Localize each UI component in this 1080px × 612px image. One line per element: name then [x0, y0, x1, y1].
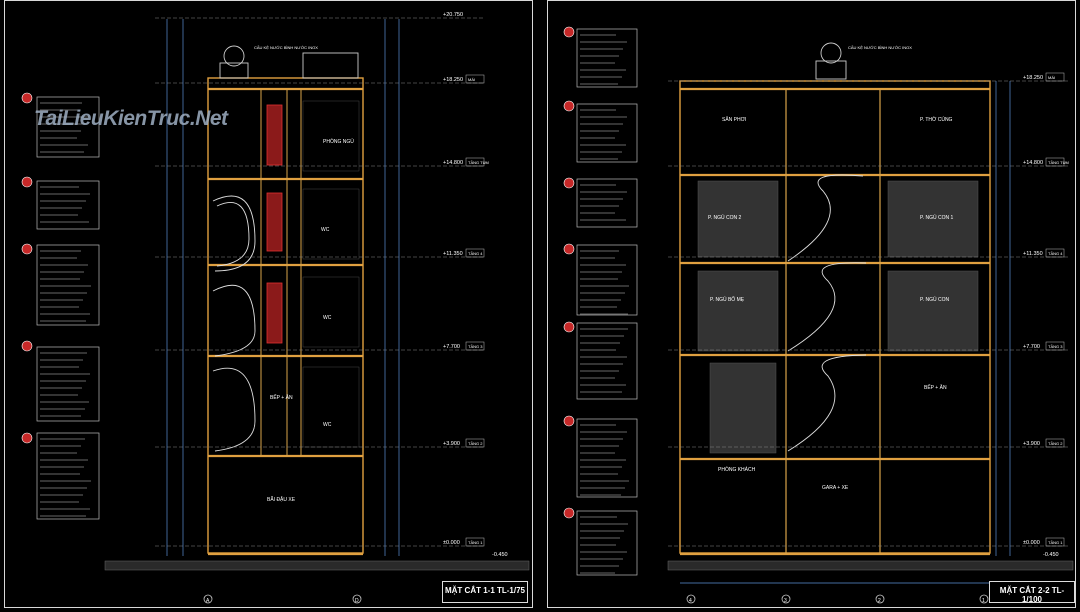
right-level-lines: +18.250 MÁI +14.800 TẦNG TUM +11.350 TẦNG 4 +7…	[668, 72, 1069, 558]
note-marker-7	[563, 507, 575, 519]
level-value: +7.700	[1023, 344, 1040, 350]
level-value: +18.250	[443, 77, 463, 83]
tank-note: CẤU KỆ NƯỚC BÌNH NƯỚC INOX	[254, 45, 318, 50]
axis-bubble-1	[979, 594, 989, 604]
note-marker-1	[21, 92, 33, 104]
note-marker-1	[563, 26, 575, 38]
left-title-box: MẶT CẮT 1-1 TL-1/75	[442, 581, 528, 603]
level-value: +14.800	[443, 160, 463, 166]
axis-label-3: 3	[784, 598, 787, 604]
level-value: +3.900	[443, 441, 460, 447]
level-tag: MÁI	[468, 77, 475, 82]
level-value: ±0.000	[1023, 540, 1040, 546]
level-tag: TẦNG TUM	[468, 160, 489, 165]
note-marker-4	[21, 340, 33, 352]
tank-note: CẤU KỆ NƯỚC BÌNH NƯỚC INOX	[848, 45, 912, 50]
right-drawing-sheet: +18.250 MÁI +14.800 TẦNG TUM +11.350 TẦNG 4 +7…	[547, 0, 1076, 608]
level-tag: TẦNG 3	[468, 344, 483, 349]
left-section-title: MẶT CẮT 1-1 TL-1/75	[444, 586, 525, 595]
spiral-stairs	[212, 195, 256, 452]
level-value: +11.350	[1023, 251, 1043, 257]
note-marker-5	[21, 432, 33, 444]
note-marker-2	[21, 176, 33, 188]
level-tag: TẦNG 1	[468, 540, 483, 545]
room-label: WC	[323, 422, 332, 428]
left-note-panels	[36, 96, 100, 520]
note-marker-4	[563, 243, 575, 255]
room-label: P. NGỦ CON 1	[920, 214, 953, 221]
axis-bubble-4	[686, 594, 696, 604]
level-tag: TẦNG 1	[1048, 540, 1063, 545]
room-label: WC	[323, 315, 332, 321]
room-label: BẾP + ĂN	[270, 394, 293, 401]
ground-hatch	[104, 560, 530, 571]
ground-hatch	[667, 560, 1074, 571]
right-title-box: MẶT CẮT 2-2 TL-1/100	[989, 581, 1075, 604]
level-value: +3.900	[1023, 441, 1040, 447]
level-value: +20.750	[443, 12, 463, 18]
axis-bubble-3	[781, 594, 791, 604]
section-2-2-drawing: +18.250 MÁI +14.800 TẦNG TUM +11.350 TẦNG 4 +7…	[563, 26, 1074, 604]
level-value: +18.250	[1023, 75, 1043, 81]
room-label: BẾP + ĂN	[924, 384, 947, 391]
right-section-title: MẶT CẮT 2-2 TL-1/100	[999, 586, 1065, 604]
floor-slabs	[680, 87, 990, 556]
room-label: PHÒNG KHÁCH	[718, 466, 756, 473]
axis-bubble-a	[203, 594, 213, 604]
spiral-stairs	[787, 174, 867, 452]
right-note-panels	[576, 28, 638, 576]
room-label: SÂN PHƠI	[722, 116, 746, 123]
right-note-lines	[580, 34, 629, 574]
room-label: BÃI ĐẬU XE	[267, 496, 296, 503]
room-label: P. THỜ CÚNG	[920, 116, 953, 123]
level-tag: TẦNG TUM	[1048, 160, 1069, 165]
note-marker-6	[563, 415, 575, 427]
room-label: PHÒNG NGỦ	[323, 138, 354, 145]
level-tag: TẦNG 4	[1048, 251, 1063, 256]
room-label: P. NGỦ BỐ MẸ	[710, 296, 745, 303]
level-value: +7.700	[443, 344, 460, 350]
level-tag: MÁI	[1048, 75, 1055, 80]
room-label: GARA + XE	[822, 485, 849, 491]
left-note-lines	[40, 102, 91, 517]
level-value: +11.350	[443, 251, 463, 257]
level-value: +14.800	[1023, 160, 1043, 166]
note-marker-3	[563, 177, 575, 189]
level-tag: TẦNG 2	[1048, 441, 1063, 446]
ground-level-value: -0.450	[1043, 552, 1059, 558]
level-tag: TẦNG 3	[1048, 344, 1063, 349]
water-tank	[815, 42, 847, 80]
building-outline	[207, 77, 364, 554]
note-marker-2	[563, 100, 575, 112]
note-marker-3	[21, 243, 33, 255]
water-tank	[219, 45, 359, 79]
note-marker-5	[563, 321, 575, 333]
level-tag: TẦNG 4	[468, 251, 483, 256]
axis-label-1: 1	[982, 598, 985, 604]
room-label: WC	[321, 227, 330, 233]
axis-label-a: A	[206, 598, 210, 604]
floor-slabs	[208, 87, 363, 556]
room-label: P. NGỦ CON	[920, 296, 949, 303]
level-tag: TẦNG 2	[468, 441, 483, 446]
level-value: ±0.000	[443, 540, 460, 546]
room-label: P. NGỦ CON 2	[708, 214, 741, 221]
axis-bubble-d	[352, 594, 362, 604]
axis-bubble-2	[875, 594, 885, 604]
axis-label-2: 2	[878, 598, 881, 604]
watermark-text: TaiLieuKienTruc.Net	[34, 107, 228, 130]
ground-level-value: -0.450	[492, 552, 508, 558]
axis-label-4: 4	[689, 598, 692, 604]
axis-label-d: D	[355, 598, 359, 604]
